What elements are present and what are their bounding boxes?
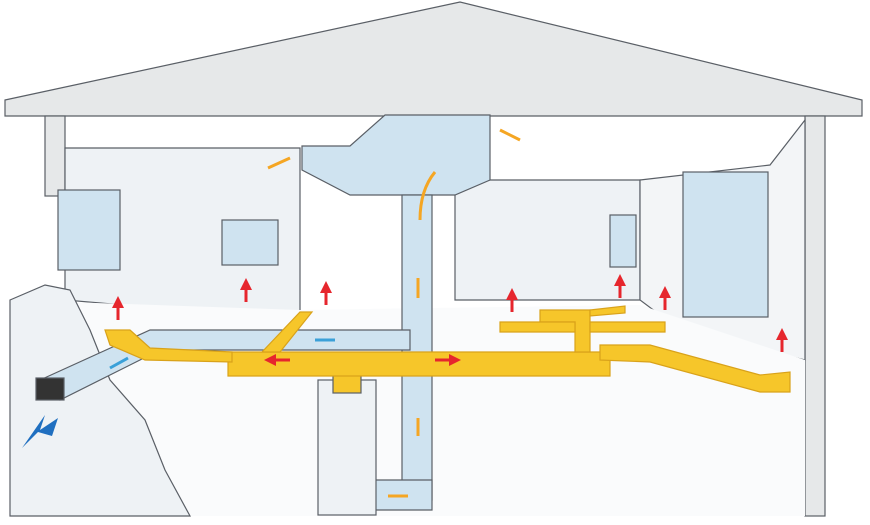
left-wall-post: [44, 115, 66, 197]
return-arrow: [267, 156, 291, 170]
return-arrow-curved: [418, 171, 437, 221]
furnace-control-panel: [332, 374, 362, 394]
left-cutaway-wall: [9, 284, 192, 517]
furnace: [317, 379, 377, 516]
return-duct-top: [301, 114, 491, 196]
fresh-air-intake-grille: [35, 377, 65, 401]
supply-main-trunk: [227, 351, 611, 377]
return-arrow: [499, 128, 521, 142]
door-window: [682, 171, 769, 318]
window: [221, 219, 279, 266]
window: [57, 189, 121, 271]
roof: [4, 1, 863, 117]
window: [609, 214, 637, 268]
supply-branch-right-b: [589, 321, 666, 333]
circulation-arrow: [109, 356, 129, 370]
supply-branch-left: [104, 329, 233, 363]
supply-branch-right-c: [589, 305, 626, 317]
supply-branch-center: [260, 311, 314, 353]
fresh-air-intake-arrow: [22, 415, 58, 448]
right-outer-wall: [804, 115, 826, 517]
supply-branch-right-a: [499, 321, 576, 333]
supply-branch-right-long: [599, 344, 791, 393]
